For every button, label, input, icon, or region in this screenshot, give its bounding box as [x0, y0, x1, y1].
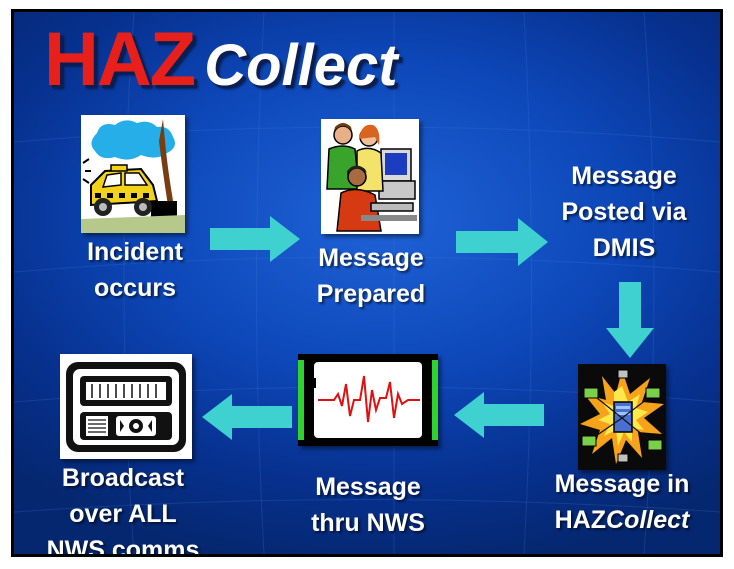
car-crash-icon: [81, 115, 185, 233]
arrow-right-icon: [456, 218, 548, 266]
label-collect: Collect: [606, 506, 690, 534]
label-message-posted-dmis: Message Posted via DMIS: [544, 158, 704, 266]
label-broadcast: Broadcast over ALL NWS comms: [38, 460, 208, 554]
network-server-burst-icon: [578, 364, 666, 470]
label-line: over ALL: [69, 500, 177, 528]
arrow-right-icon: [210, 216, 300, 262]
arrow-left-icon: [454, 392, 544, 438]
people-at-computer-icon: [321, 119, 419, 234]
label-line: Message: [571, 162, 677, 190]
label-message-prepared: Message Prepared: [296, 240, 446, 312]
label-line: Message in: [554, 470, 690, 498]
label-line: thru NWS: [311, 509, 425, 537]
title-collect: Collect: [204, 33, 398, 98]
weather-radio-icon: [60, 354, 192, 459]
label-message-thru-nws: Message thru NWS: [298, 469, 438, 541]
label-line: Posted via: [561, 198, 687, 226]
label-incident-occurs: Incident occurs: [70, 234, 200, 306]
label-line: occurs: [94, 274, 176, 302]
label-line: NWS comms: [46, 536, 200, 554]
label-line: Broadcast: [61, 464, 185, 492]
arrow-left-icon: [202, 394, 292, 440]
label-line: Incident: [87, 238, 183, 266]
label-haz: HAZ: [554, 506, 607, 534]
arrow-down-icon: [606, 282, 654, 358]
label-line: DMIS: [592, 234, 656, 262]
label-line: Message: [315, 473, 421, 501]
label-message-in-hazcollect: Message in HAZCollect: [542, 466, 702, 538]
label-line: Message: [318, 244, 424, 272]
label-line: HAZCollect: [542, 502, 702, 538]
label-line: Prepared: [316, 280, 426, 308]
title-haz: HAZ: [44, 17, 196, 102]
waveform-monitor-icon: [298, 354, 438, 446]
